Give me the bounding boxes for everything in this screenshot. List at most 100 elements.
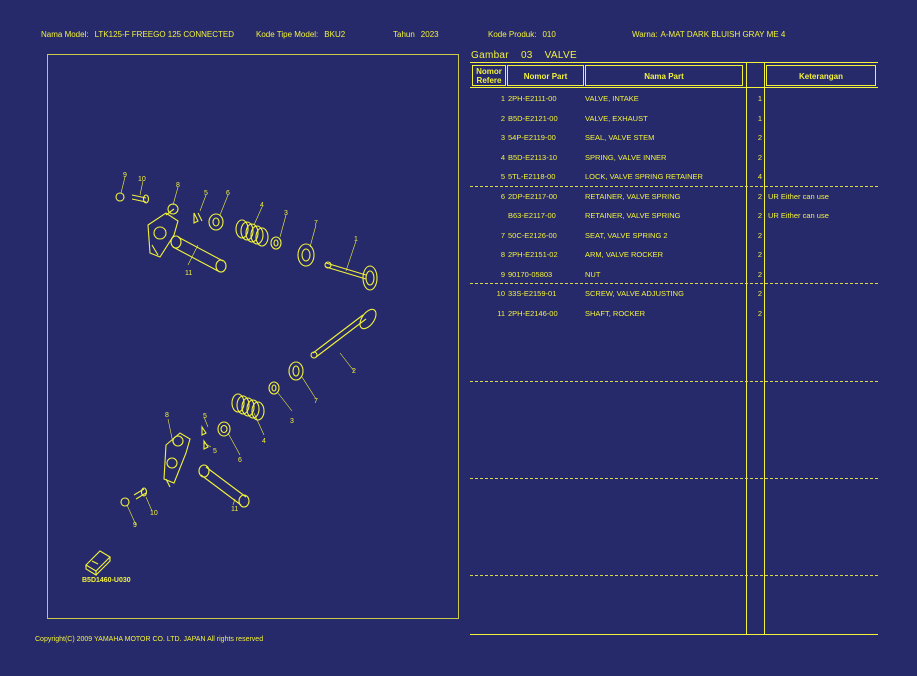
cell-name: ARM, VALVE ROCKER: [585, 250, 664, 259]
cell-part: 5TL-E2118-00: [508, 172, 556, 181]
callout-4-bottom[interactable]: 4: [262, 438, 266, 445]
callout-7-top[interactable]: 7: [314, 220, 318, 227]
header-model-type: Kode Tipe Model: BKU2: [256, 30, 345, 39]
cell-ref: 9: [500, 269, 505, 279]
exploded-diagram[interactable]: 9 10 8 5 6 4 3 7 1 11 2 7 3 4 6 5 5 8 11…: [47, 54, 459, 619]
callout-8-top[interactable]: 8: [176, 182, 180, 189]
cell-qty: 2: [757, 211, 763, 220]
model-type-value: BKU2: [324, 30, 346, 39]
callout-3-bottom[interactable]: 3: [290, 418, 294, 425]
callout-11-top[interactable]: 11: [185, 270, 192, 277]
cell-qty: 1: [757, 94, 763, 103]
cell-part: 90170-05803: [508, 269, 553, 279]
header-ref-line1: Nomor: [476, 67, 502, 76]
callout-8-bottom[interactable]: 8: [165, 412, 169, 419]
callout-10-top[interactable]: 10: [138, 176, 146, 183]
diagram-code: B5D1460-U030: [82, 577, 131, 584]
nut-screw-bottom-drawing: [120, 487, 148, 507]
rocker-shaft-bottom-drawing: [198, 464, 250, 508]
section-title: Gambar 03 VALVE: [471, 50, 589, 61]
callout-5-bottom-a[interactable]: 5: [203, 413, 207, 420]
cell-name: SEAT, VALVE SPRING 2: [585, 230, 668, 240]
group-separator-4: [470, 478, 878, 479]
section-label: Gambar: [471, 50, 509, 61]
spring-bottom-drawing: [231, 393, 265, 421]
cell-remark: UR Either can use: [768, 191, 829, 201]
cell-name: VALVE, INTAKE: [585, 94, 639, 103]
callout-2-bottom[interactable]: 2: [352, 368, 356, 375]
callout-4-top[interactable]: 4: [260, 202, 264, 209]
rocker-shaft-top-drawing: [170, 235, 227, 273]
cell-ref: 8: [500, 250, 505, 259]
cell-part: 54P-E2119-00: [508, 133, 556, 142]
cell-part: 2DP-E2117-00: [508, 191, 558, 201]
valve-lock-bottom-drawing: [201, 425, 209, 450]
cell-qty: 1: [757, 113, 763, 123]
intake-valve-drawing: [324, 261, 378, 291]
package-icon: [85, 550, 111, 576]
header-box-name: [585, 65, 743, 86]
year-label: Tahun: [393, 30, 415, 39]
cell-ref: 2: [500, 113, 505, 123]
model-type-label: Kode Tipe Model:: [256, 30, 319, 39]
callout-6-top[interactable]: 6: [226, 190, 230, 197]
product-code-value: 010: [542, 30, 556, 39]
color-value: A-MAT DARK BLUISH GRAY ME 4: [660, 30, 786, 39]
cell-qty: 2: [757, 191, 763, 201]
cell-name: LOCK, VALVE SPRING RETAINER: [585, 172, 703, 181]
cell-name: SHAFT, ROCKER: [585, 308, 646, 318]
header-ref-line2: Refere: [476, 76, 502, 85]
valve-lock-top-drawing: [193, 212, 203, 224]
seat-top-drawing: [297, 243, 315, 267]
rocker-arm-top-drawing: [147, 203, 179, 258]
callout-11-bottom[interactable]: 11: [231, 506, 238, 513]
table-header-border: [470, 87, 878, 88]
cell-ref: 7: [500, 230, 505, 240]
model-name-value: LTK125-F FREEGO 125 CONNECTED: [94, 30, 235, 39]
nut-screw-top-drawing: [115, 192, 150, 204]
rocker-arm-bottom-drawing: [163, 432, 191, 488]
seal-top-drawing: [270, 236, 282, 250]
callout-9-bottom[interactable]: 9: [133, 522, 137, 529]
seal-bottom-drawing: [268, 381, 280, 395]
table-top-border: [470, 62, 878, 63]
header-box-remarks: [766, 65, 876, 86]
retainer-bottom-drawing: [217, 421, 231, 437]
cell-part: 33S-E2159-01: [508, 289, 557, 298]
seat-bottom-drawing: [288, 361, 304, 381]
callout-1-top[interactable]: 1: [354, 236, 358, 243]
section-number: 03: [520, 50, 533, 61]
cell-ref: 3: [500, 133, 505, 142]
callout-5-bottom-b[interactable]: 5: [213, 448, 217, 455]
callout-9-top[interactable]: 9: [123, 172, 127, 179]
cell-qty: 2: [757, 269, 763, 279]
cell-qty: 2: [757, 308, 763, 318]
callout-10-bottom[interactable]: 10: [150, 510, 158, 517]
cell-part: 2PH-E2151-02: [508, 250, 558, 259]
callout-7-bottom[interactable]: 7: [314, 398, 318, 405]
qty-column-right-border: [764, 62, 765, 635]
header-remarks: Keterangan: [798, 71, 843, 81]
callout-3-top[interactable]: 3: [284, 210, 288, 217]
callout-5-top[interactable]: 5: [204, 190, 208, 197]
section-name: VALVE: [544, 50, 577, 61]
cell-part: B63-E2117-00: [508, 211, 556, 220]
cell-name: SPRING, VALVE INNER: [585, 152, 667, 162]
callout-6-bottom[interactable]: 6: [238, 457, 242, 464]
cell-ref: 10: [496, 289, 505, 298]
cell-ref: 1: [500, 94, 505, 103]
exhaust-valve-drawing: [310, 308, 377, 359]
header-part-number: Nomor Part: [523, 71, 568, 81]
